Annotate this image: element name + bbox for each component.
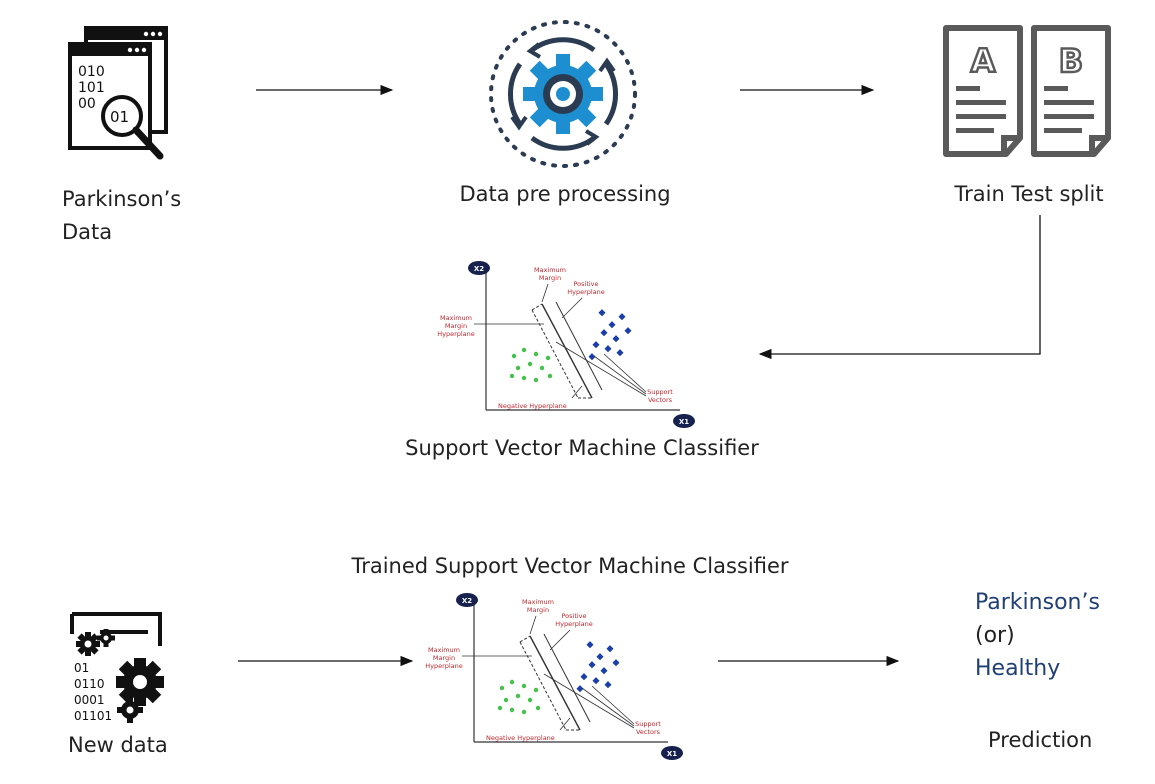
svg-text:Hyperplane: Hyperplane — [437, 330, 475, 338]
binary-text: 010 — [78, 64, 105, 80]
svg-text:Support: Support — [635, 720, 661, 728]
svg-text:Vectors: Vectors — [636, 728, 661, 736]
svg-text:Margin: Margin — [527, 606, 549, 614]
trained-svm-label: Trained Support Vector Machine Classifie… — [351, 554, 789, 578]
binary-search-documents-icon: 010 101 00 01 — [68, 26, 168, 160]
ab-documents-icon: A B — [943, 25, 1111, 157]
svg-text:Margin: Margin — [445, 322, 467, 330]
svg-text:Maximum: Maximum — [522, 598, 554, 606]
arrow-split-to-svm — [758, 215, 1041, 360]
y-axis-label: X2 — [462, 597, 472, 605]
svg-text:Hyperplane: Hyperplane — [555, 620, 593, 628]
x-axis-label: X1 — [667, 750, 677, 758]
svg-text:01: 01 — [110, 108, 129, 126]
svg-text:Vectors: Vectors — [648, 396, 673, 404]
new-data-label: New data — [68, 733, 168, 757]
svm-diagram-top: X2 X1 Maximum — [437, 261, 695, 428]
svg-text:01101: 01101 — [74, 709, 112, 723]
svg-text:Hyperplane: Hyperplane — [567, 288, 605, 296]
train-test-split-label: Train Test split — [954, 182, 1104, 206]
result-or: (or) — [975, 623, 1015, 648]
svg-text:0001: 0001 — [74, 693, 105, 707]
svg-text:Hyperplane: Hyperplane — [425, 662, 463, 670]
svg-text:Support: Support — [647, 388, 673, 396]
y-axis-label: X2 — [474, 265, 484, 273]
svg-text:Maximum: Maximum — [440, 314, 472, 322]
binary-text: 00 — [78, 96, 96, 112]
prediction-result: Parkinson’s (or) Healthy — [975, 586, 1100, 685]
svg-text:Positive: Positive — [573, 280, 598, 288]
result-parkinsons: Parkinson’s — [975, 590, 1100, 615]
prediction-label: Prediction — [988, 728, 1093, 752]
binary-text: 101 — [78, 80, 105, 96]
x-axis-label: X1 — [679, 418, 689, 426]
gear-cycle-icon — [489, 20, 637, 168]
svg-text:Margin: Margin — [539, 274, 561, 282]
svg-text:Margin: Margin — [433, 654, 455, 662]
svg-text:Maximum: Maximum — [534, 266, 566, 274]
magnifier-icon — [101, 95, 143, 137]
svm-label: Support Vector Machine Classifier — [405, 436, 759, 460]
svg-text:Negative Hyperplane: Negative Hyperplane — [486, 734, 555, 742]
svg-text:Negative Hyperplane: Negative Hyperplane — [498, 402, 567, 410]
parkinsons-data-line2: Data — [62, 220, 113, 244]
doc-a-letter: A — [971, 42, 996, 80]
svm-diagram-trained: X2 X1 Maximum Margin Positive Hyperplane… — [425, 593, 683, 760]
result-healthy: Healthy — [975, 656, 1061, 681]
parkinsons-data-label: Parkinson’s Data — [62, 183, 181, 249]
svg-text:0110: 0110 — [74, 677, 105, 691]
data-gears-icon: 01 0110 0001 01101 — [70, 612, 164, 723]
svg-text:Positive: Positive — [561, 612, 586, 620]
doc-b-letter: B — [1059, 42, 1083, 80]
svg-text:01: 01 — [74, 661, 89, 675]
svg-text:Maximum: Maximum — [428, 646, 460, 654]
preprocessing-label: Data pre processing — [459, 182, 671, 206]
parkinsons-data-line1: Parkinson’s — [62, 187, 182, 211]
